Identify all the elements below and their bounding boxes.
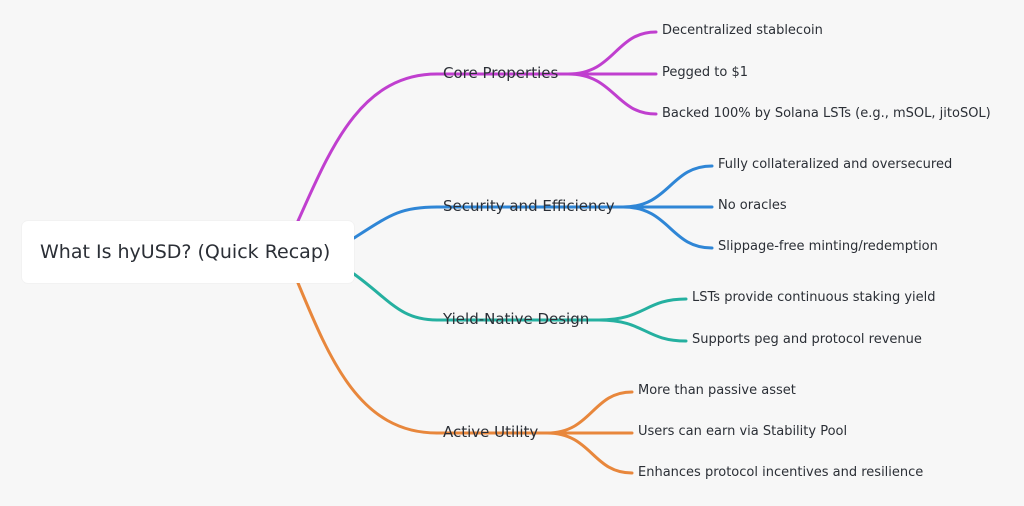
connector-core-properties-leaf-1 [566,30,658,76]
connector-root-yield-native [352,272,439,322]
branch-yield-native-design[interactable]: Yield-Native Design [443,310,590,328]
branch-active-utility[interactable]: Active Utility [443,423,539,441]
root-node[interactable] [22,221,354,283]
connector-core-properties-leaf-3 [566,72,658,116]
connector-root-security-efficiency [352,205,439,240]
connector-active-utility-leaf-1 [545,390,634,435]
leaf-active-utility-1[interactable]: More than passive asset [638,383,796,398]
connector-root-active-utility [296,281,439,435]
connector-security-efficiency-leaf-1 [621,164,714,209]
leaf-yield-native-2[interactable]: Supports peg and protocol revenue [692,332,922,347]
leaf-security-efficiency-2[interactable]: No oracles [718,198,787,213]
leaf-security-efficiency-1[interactable]: Fully collateralized and oversecured [718,157,953,172]
connector-active-utility-leaf-3 [545,431,634,475]
leaf-core-properties-3[interactable]: Backed 100% by Solana LSTs (e.g., mSOL, … [662,106,991,121]
connector-security-efficiency-leaf-3 [621,205,714,250]
branch-core-properties[interactable]: Core Properties [443,64,559,82]
branch-security-efficiency[interactable]: Security and Efficiency [443,197,615,215]
connector-root-core-properties [296,72,439,223]
leaf-active-utility-2[interactable]: Users can earn via Stability Pool [638,424,848,439]
leaf-core-properties-2[interactable]: Pegged to $1 [662,65,748,80]
leaf-active-utility-3[interactable]: Enhances protocol incentives and resilie… [638,465,924,480]
leaf-core-properties-1[interactable]: Decentralized stablecoin [662,23,823,38]
root-node-label: What Is hyUSD? (Quick Recap) [40,241,331,263]
leaf-yield-native-1[interactable]: LSTs provide continuous staking yield [692,290,936,305]
leaf-security-efficiency-3[interactable]: Slippage-free minting/redemption [718,239,938,254]
connector-yield-native-leaf-2 [597,318,688,343]
connector-yield-native-leaf-1 [597,297,688,322]
